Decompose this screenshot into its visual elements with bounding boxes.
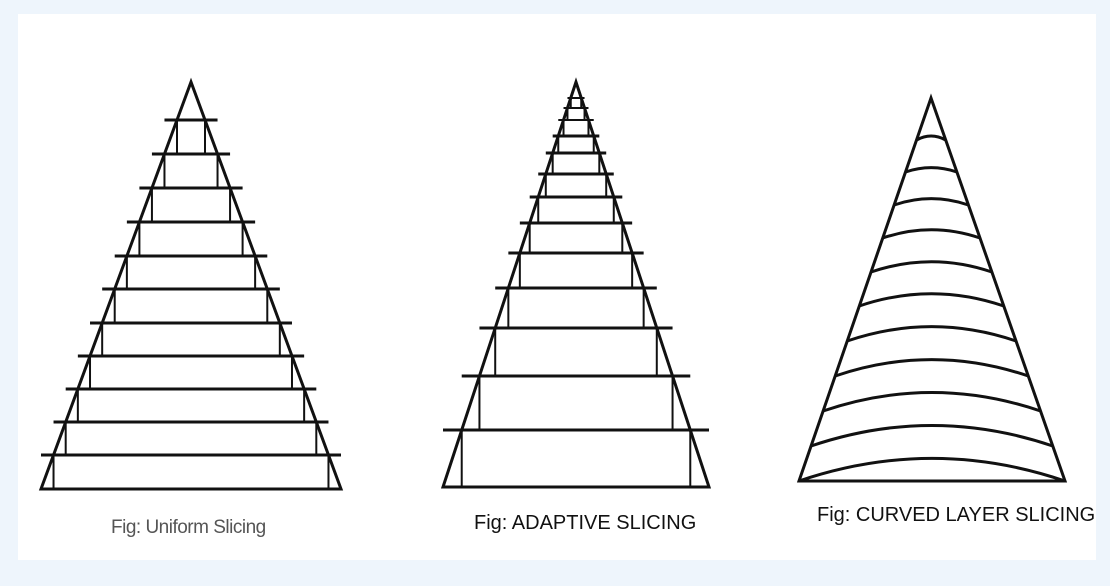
curved-layer-arc	[870, 260, 993, 274]
slicing-diagram	[38, 77, 1068, 491]
curved-layer-arc	[858, 292, 1005, 308]
uniform-outline	[38, 77, 344, 491]
curved-layer-arc	[846, 325, 1017, 343]
adaptive-outline	[440, 77, 712, 489]
curved-layer-arc	[905, 166, 958, 174]
diagram-panel: Fig: Uniform Slicing Fig: ADAPTIVE SLICI…	[18, 14, 1096, 560]
adaptive-slicing-caption: Fig: ADAPTIVE SLICING	[474, 512, 697, 534]
curved-layer-arc	[893, 197, 969, 207]
curved-layer-arc	[882, 228, 981, 240]
adaptive-slicing-figure	[440, 77, 712, 489]
curved-layer-arc	[834, 358, 1029, 378]
curved-layer-slicing-figure	[796, 93, 1068, 483]
curved-layer-arc	[798, 456, 1066, 483]
curved-layer-arc	[822, 391, 1041, 413]
curved-layer-arc	[915, 134, 947, 142]
curved-outline	[796, 93, 1068, 483]
uniform-slicing-figure	[38, 77, 344, 491]
uniform-slicing-caption: Fig: Uniform Slicing	[111, 517, 266, 538]
curved-layer-slicing-caption: Fig: CURVED LAYER SLICING	[817, 504, 1096, 526]
curved-layer-arc	[810, 423, 1054, 448]
